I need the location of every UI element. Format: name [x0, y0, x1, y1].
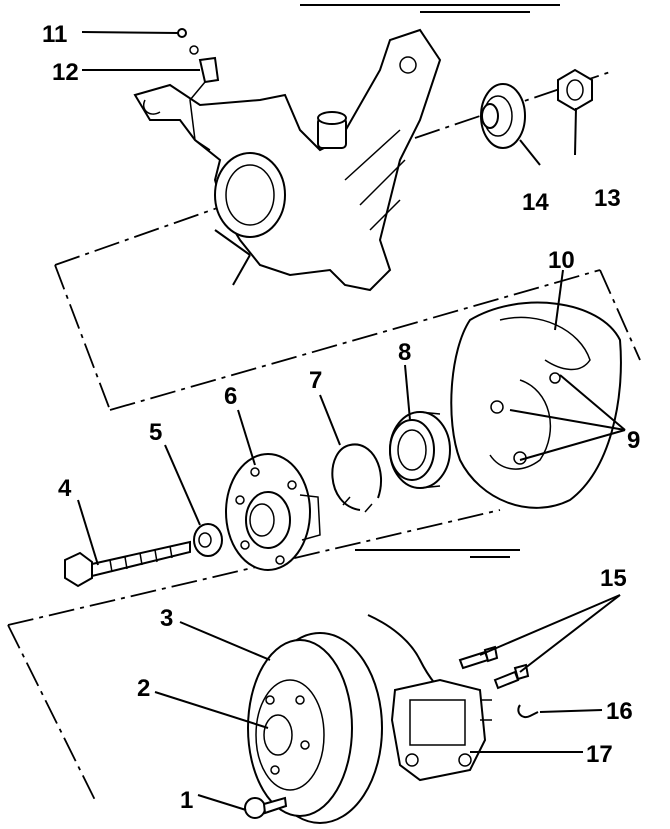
- steering-knuckle: [133, 28, 442, 292]
- spring-clip-part-16: [517, 704, 539, 718]
- decorative-rules: [300, 4, 560, 558]
- callout-11: 11: [42, 21, 67, 48]
- brake-disc-part-3: [247, 632, 383, 824]
- washer-part-5: [193, 523, 223, 557]
- brake-caliper-part-17: [390, 678, 492, 782]
- callout-16: 16: [606, 698, 633, 725]
- callout-4: 4: [58, 475, 72, 502]
- gear-ring-part-14: [480, 83, 526, 149]
- small-bolt-part-11: [177, 28, 199, 55]
- callout-12: 12: [52, 59, 79, 86]
- circlip-part-7: [331, 443, 383, 513]
- nut-part-13: [557, 68, 593, 112]
- axle-bolt-part-4: [64, 540, 191, 588]
- callout-labels: 11 12 13 14 10 9 8 7 6 5 4 3 2 1 15 16 1…: [42, 21, 640, 814]
- callout-14: 14: [522, 189, 549, 216]
- callout-9: 9: [627, 427, 640, 454]
- callout-13: 13: [594, 185, 621, 212]
- leader-lines: [77, 31, 626, 811]
- splash-shield-part-10: [450, 301, 622, 509]
- hub-flange-part-6: [225, 453, 321, 571]
- callout-7: 7: [309, 367, 322, 394]
- wheel-bearing-part-8: [389, 411, 451, 489]
- callout-6: 6: [224, 383, 237, 410]
- callout-1: 1: [180, 787, 193, 814]
- callout-10: 10: [548, 247, 575, 274]
- callout-15: 15: [600, 565, 627, 592]
- sensor-bracket-part-12: [189, 56, 220, 151]
- callout-5: 5: [149, 419, 162, 446]
- callout-3: 3: [160, 605, 173, 632]
- callout-17: 17: [586, 741, 613, 768]
- callout-8: 8: [398, 339, 411, 366]
- disc-screw-part-1: [244, 796, 288, 819]
- callout-2: 2: [137, 675, 150, 702]
- caliper-bolts-part-15: [458, 645, 530, 690]
